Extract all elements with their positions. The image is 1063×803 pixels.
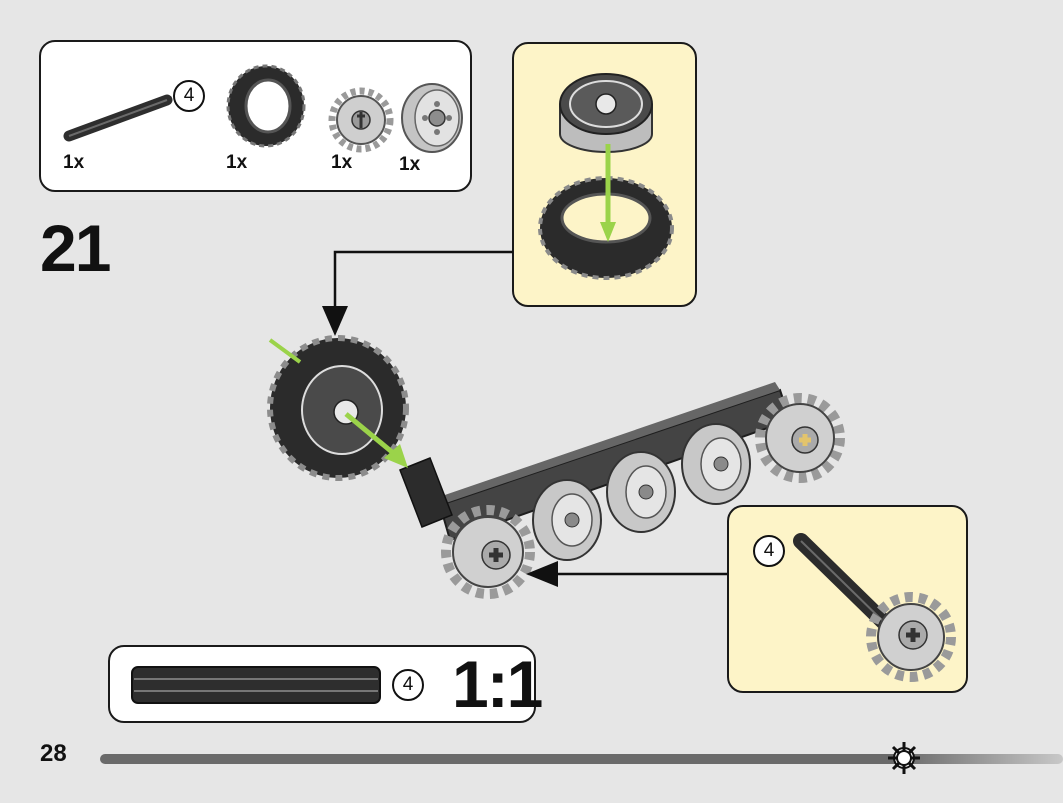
scale-label: 1:1 (452, 647, 543, 721)
green-insert-arrow (600, 144, 616, 242)
progress-bar (100, 754, 1063, 764)
green-line-behind (268, 338, 302, 364)
wheel-rim-part-image (401, 83, 463, 153)
green-insert-arrowhead (384, 444, 408, 468)
gear-part-image (328, 87, 394, 153)
callout-connector-arrow (333, 250, 513, 310)
wheel-rim-quantity: 1x (399, 154, 421, 175)
axle-length-badge: 4 (173, 80, 205, 112)
scale-axle-image (131, 666, 381, 704)
axle-gear-callout: 4 (727, 505, 968, 693)
wheel-rims-on-beam (532, 423, 751, 561)
left-gear (441, 505, 535, 599)
axle-gear-image (793, 533, 956, 682)
scale-box: 4 (108, 645, 536, 723)
axle-end (399, 457, 453, 528)
tire-part-image (226, 64, 306, 148)
callout-connector-arrowhead (322, 306, 348, 336)
parts-list-panel: 4 1x 1x 1x 1x (39, 40, 472, 192)
progress-marker-icon (888, 742, 920, 774)
tire-quantity: 1x (226, 152, 248, 173)
axle-quantity: 1x (63, 152, 85, 173)
right-gear (755, 393, 845, 483)
axle-part-image (63, 94, 173, 142)
step-number: 21 (40, 211, 111, 285)
page-number: 28 (40, 740, 67, 767)
rim-image (559, 73, 653, 153)
scale-axle-length-badge: 4 (392, 669, 424, 701)
green-insert-line (344, 412, 394, 454)
tire-rim-callout (512, 42, 697, 307)
axle-callout-arrowhead (526, 561, 558, 587)
callout-axle-length-badge: 4 (753, 535, 785, 567)
gear-quantity: 1x (331, 152, 353, 173)
